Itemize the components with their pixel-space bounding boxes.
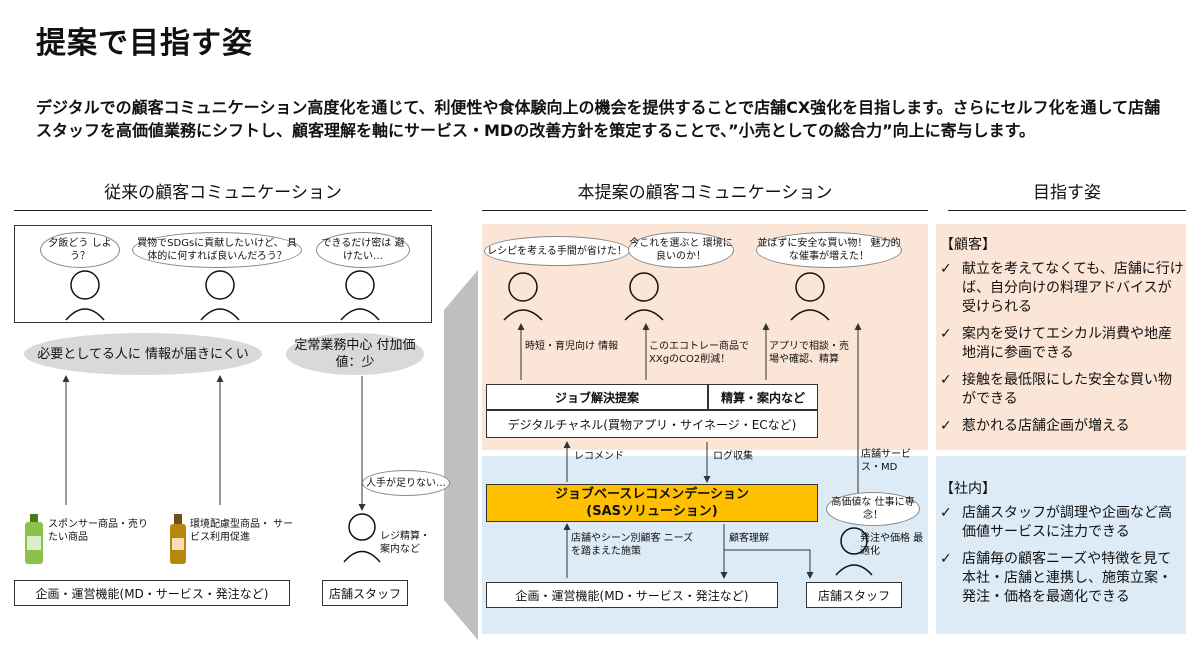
internal-goal-area <box>936 456 1186 634</box>
flow-label: 店舗やシーン別顧客 ニーズを踏まえた施策 <box>571 533 694 557</box>
section-heading-right: 目指す姿 <box>1033 183 1101 203</box>
flow-label: 発注や価格 最適化 <box>860 533 924 557</box>
benefit-label: 店舗サービ ス・MD <box>861 449 911 473</box>
intro-text: デジタルでの顧客コミュニケーション高度化を通じて、利便性や食体験向上の機会を提供… <box>36 98 1161 140</box>
customer-goals: 【顧客】 ✓献立を考えてなくても、店舗に行けば、自分向けの料理アドバイスが受けら… <box>940 234 1184 444</box>
internal-goals: 【社内】 ✓店舗スタッフが調理や企画など高価値サービスに注力できる ✓店舗毎の顧… <box>940 478 1184 615</box>
divider <box>948 210 1186 211</box>
thought-bubble: できるだけ密は 避けたい… <box>316 232 410 268</box>
section-heading-left: 従来の顧客コミュニケーション <box>104 183 342 203</box>
planning-box: 企画・運営機能(MD・サービス・発注など) <box>14 580 290 606</box>
goal-item: ✓店舗毎の顧客ニーズや特徴を見て本社・店舗と連携し、施策立案・発注・価格を最適化… <box>940 551 1172 605</box>
issue-ellipse: 必要としてる人に 情報が届きにくい <box>24 333 262 375</box>
sas-box-title: ジョブベースレコメンデーション <box>554 487 750 502</box>
thought-bubble: レシピを考える手間が省けた！ <box>484 236 630 266</box>
benefit-label: このエコトレー商品で XXgのCO2削減！ <box>649 341 749 365</box>
oil-bottle-icon <box>170 514 186 564</box>
olive-oil-bottle-icon <box>25 514 43 564</box>
divider <box>14 210 432 211</box>
check-icon: ✓ <box>940 551 952 567</box>
benefit-label: 時短・育児向け 情報 <box>525 341 619 352</box>
transition-arrow <box>444 270 478 640</box>
thought-bubble: 今これを選ぶと 環境に良いのか！ <box>628 232 734 268</box>
staff-box: 店舗スタッフ <box>806 582 902 608</box>
check-icon: ✓ <box>940 372 952 388</box>
goal-item: ✓接触を最低限にした安全な買い物ができる <box>940 372 1172 407</box>
product-label: スポンサー商品・売り たい商品 <box>48 519 148 543</box>
staff-box: 店舗スタッフ <box>322 580 408 606</box>
goal-item: ✓案内を受けてエシカル消費や地産地消に参画できる <box>940 326 1172 361</box>
thought-bubble: 高価値な 仕事に専念！ <box>826 492 920 526</box>
job-proposal-box: ジョブ解決提案 <box>486 384 708 410</box>
thought-bubble: 並ばずに安全な買い物！ 魅力的な催事が増えた！ <box>756 232 902 268</box>
settlement-box: 精算・案内など <box>708 384 818 410</box>
benefit-label: アプリで相談・売 場や確認、精算 <box>769 341 849 365</box>
sas-solution-box: ジョブベースレコメンデーション (SASソリューション) <box>486 484 818 522</box>
thought-bubble: 人手が足りない… <box>362 470 450 496</box>
customer-goals-header: 【顧客】 <box>940 237 996 253</box>
flow-label: ログ収集 <box>713 451 753 462</box>
internal-goals-header: 【社内】 <box>940 481 996 497</box>
goal-item: ✓惹かれる店舗企画が増える <box>940 418 1130 434</box>
goal-item: ✓店舗スタッフが調理や企画など高価値サービスに注力できる <box>940 505 1172 540</box>
issue-ellipse: 定常業務中心 付加価値：少 <box>286 333 424 375</box>
thought-bubble: 買物でSDGsに貢献したいけど、 具体的に何すれば良いんだろう？ <box>132 232 302 268</box>
planning-box: 企画・運営機能(MD・サービス・発注など) <box>486 582 778 608</box>
divider <box>482 210 928 211</box>
check-icon: ✓ <box>940 418 952 434</box>
customer-goal-area <box>936 224 1186 450</box>
product-label: 環境配慮型商品・ サービス利用促進 <box>190 519 294 543</box>
section-heading-middle: 本提案の顧客コミュニケーション <box>577 183 833 203</box>
flow-label: 顧客理解 <box>729 533 769 544</box>
check-icon: ✓ <box>940 505 952 521</box>
flow-label: レコメンド <box>574 451 624 462</box>
goal-item: ✓献立を考えてなくても、店舗に行けば、自分向けの料理アドバイスが受けられる <box>940 261 1184 315</box>
sas-box-subtitle: (SASソリューション) <box>586 504 718 519</box>
customer-box <box>14 225 432 323</box>
thought-bubble: 夕飯どう しよう？ <box>40 232 120 268</box>
check-icon: ✓ <box>940 261 952 277</box>
digital-channel-box: デジタルチャネル(買物アプリ・サイネージ・ECなど) <box>486 410 818 438</box>
staff-note: レジ精算・ 案内など <box>380 531 430 555</box>
check-icon: ✓ <box>940 326 952 342</box>
page-title: 提案で目指す姿 <box>36 26 253 61</box>
